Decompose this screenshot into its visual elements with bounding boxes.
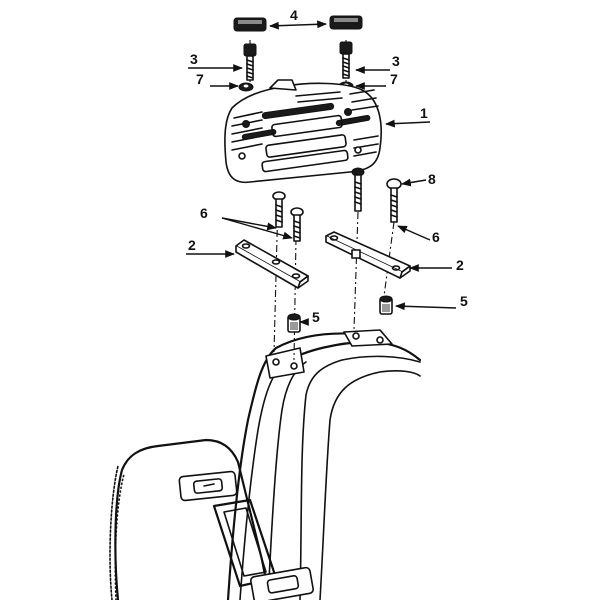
callout-6-left: 6 xyxy=(200,205,208,221)
callout-4: 4 xyxy=(290,7,298,23)
luggage-rack-plate xyxy=(224,79,382,184)
bolt-long-right-1 xyxy=(351,167,365,212)
case-latch-top xyxy=(178,470,238,502)
mounting-tab-right xyxy=(343,329,393,347)
bracket-right xyxy=(325,231,411,279)
bolt-top-left xyxy=(243,43,257,81)
spacer-left xyxy=(287,313,301,333)
callout-2-left: 2 xyxy=(188,237,196,253)
cap-right xyxy=(329,15,363,30)
callout-7-right: 7 xyxy=(390,71,398,87)
washer-left xyxy=(238,82,254,92)
callout-labels: 4 3 7 3 7 1 8 6 6 2 2 5 5 xyxy=(188,7,468,325)
bracket-left xyxy=(235,239,309,289)
bolt-long-left-1 xyxy=(272,191,286,228)
bolt-top-right xyxy=(339,41,353,79)
callout-8: 8 xyxy=(428,171,436,187)
callout-1: 1 xyxy=(420,105,428,121)
side-case xyxy=(109,438,314,600)
case-latch-bottom xyxy=(250,566,314,600)
callout-3-right: 3 xyxy=(392,53,400,69)
callout-6-right: 6 xyxy=(432,229,440,245)
mounting-tab-left xyxy=(265,347,305,379)
leader-lines xyxy=(186,20,457,326)
callout-7-left: 7 xyxy=(196,71,204,87)
bolt-long-right-2 xyxy=(386,178,402,223)
motorcycle-rear-body xyxy=(226,329,422,600)
callout-3-left: 3 xyxy=(190,51,198,67)
bolt-long-left-2 xyxy=(290,207,304,242)
spacer-right xyxy=(379,295,393,315)
callout-5-left: 5 xyxy=(312,309,320,325)
callout-5-right: 5 xyxy=(460,293,468,309)
callout-2-right: 2 xyxy=(456,257,464,273)
cap-left xyxy=(233,17,267,32)
